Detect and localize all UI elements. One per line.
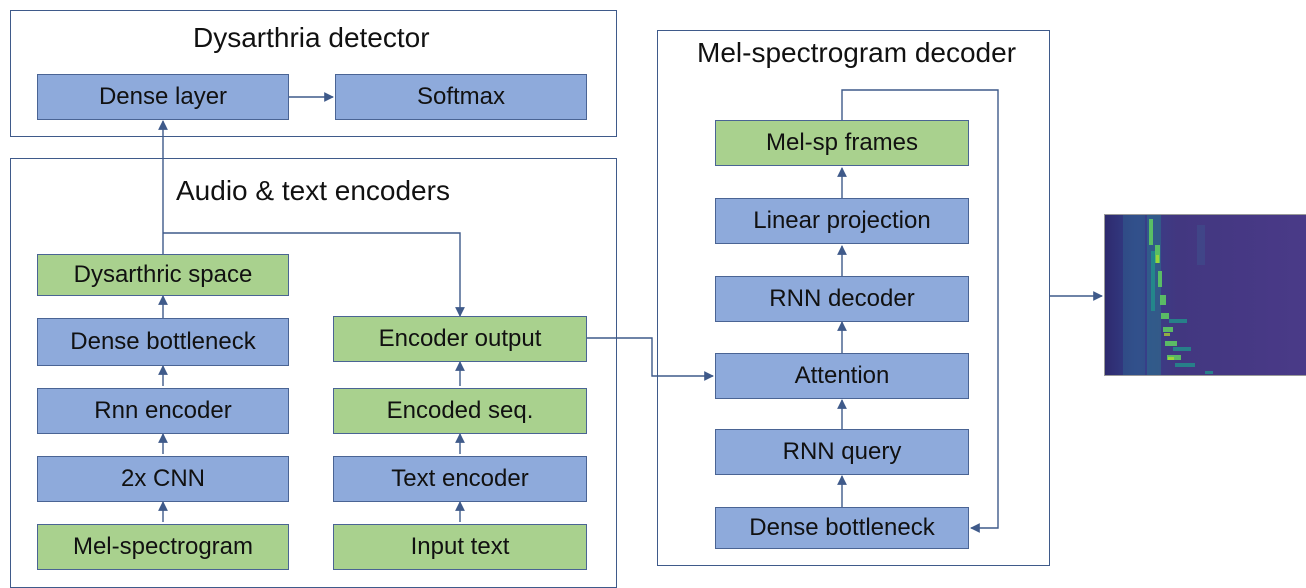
decoder-dense-bottleneck-block: Dense bottleneck bbox=[715, 507, 969, 549]
spectrogram-graphic bbox=[1105, 215, 1306, 375]
rnn-decoder-block: RNN decoder bbox=[715, 276, 969, 322]
encoded-seq-block: Encoded seq. bbox=[333, 388, 587, 434]
input-text-block: Input text bbox=[333, 524, 587, 570]
dysarthria-detector-title: Dysarthria detector bbox=[193, 22, 430, 53]
text-encoder-block: Text encoder bbox=[333, 456, 587, 502]
mel-spectrogram-decoder-title: Mel-spectrogram decoder bbox=[697, 37, 1017, 68]
rnn-query-block: RNN query bbox=[715, 429, 969, 475]
softmax-block: Softmax bbox=[335, 74, 587, 120]
mel-spectrogram-input-block: Mel-spectrogram bbox=[37, 524, 289, 570]
spectrogram-image bbox=[1104, 214, 1306, 376]
attention-block: Attention bbox=[715, 353, 969, 399]
dense-layer-block: Dense layer bbox=[37, 74, 289, 120]
linear-projection-block: Linear projection bbox=[715, 198, 969, 244]
dysarthric-space-block: Dysarthric space bbox=[37, 254, 289, 296]
audio-text-encoders-title: Audio & text encoders bbox=[176, 175, 450, 206]
audio-dense-bottleneck-block: Dense bottleneck bbox=[37, 318, 289, 366]
mel-sp-frames-block: Mel-sp frames bbox=[715, 120, 969, 166]
cnn-block: 2x CNN bbox=[37, 456, 289, 502]
rnn-encoder-block: Rnn encoder bbox=[37, 388, 289, 434]
encoder-output-block: Encoder output bbox=[333, 316, 587, 362]
